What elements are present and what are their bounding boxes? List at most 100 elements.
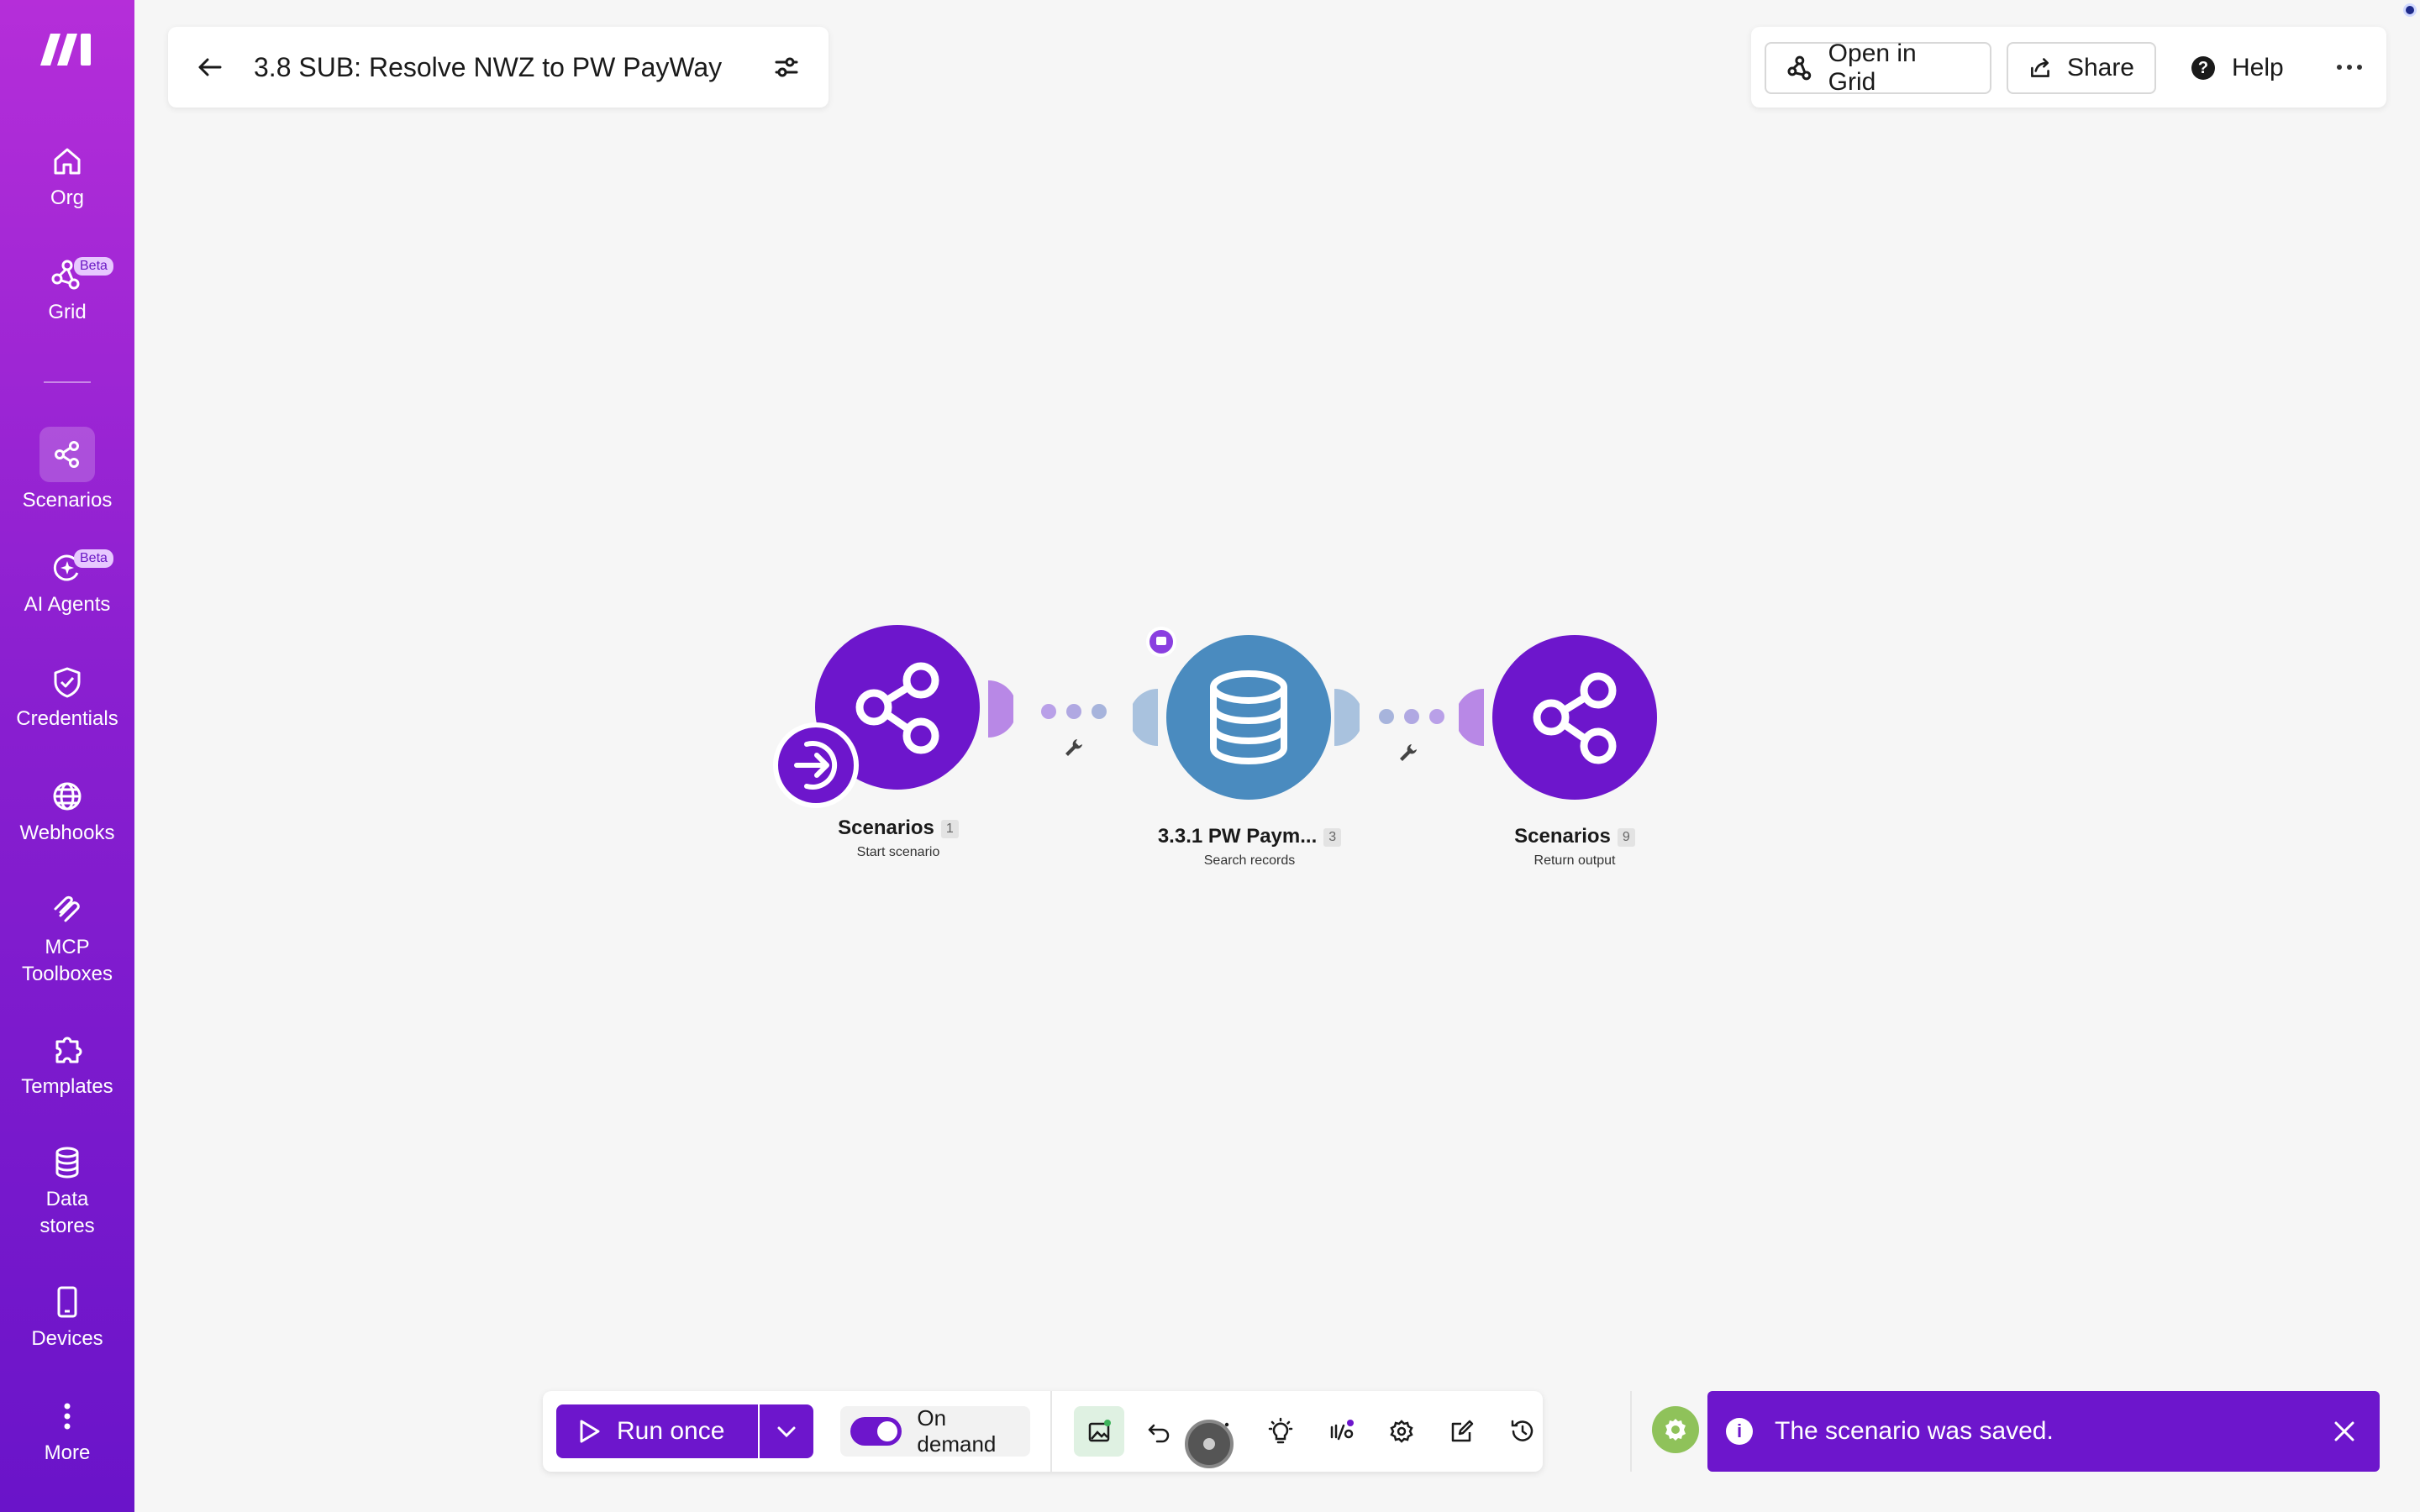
run-once-button[interactable]: Run once	[556, 1404, 758, 1458]
undo-icon	[1148, 1424, 1170, 1443]
module-connector	[988, 680, 1013, 738]
sidebar-item-label: MCP Toolboxes	[21, 936, 113, 985]
route-connector[interactable]	[1373, 702, 1457, 769]
sidebar-item-label: More	[44, 1441, 91, 1464]
note-icon	[1156, 637, 1166, 645]
bottom-toolbar: Run once On demand	[543, 1391, 1543, 1472]
module-connector	[1133, 689, 1158, 746]
sidebar-item-templates[interactable]: Templates	[0, 1032, 134, 1100]
save-button[interactable]	[1074, 1406, 1124, 1457]
sidebar-item-webhooks[interactable]: Webhooks	[0, 778, 134, 847]
home-icon	[54, 148, 81, 175]
module-name: 3.3.1 PW Paym...3	[1128, 825, 1371, 848]
module-bubble[interactable]	[1492, 635, 1657, 800]
trigger-badge[interactable]	[773, 722, 859, 808]
puzzle-icon	[55, 1037, 82, 1063]
sidebar-item-devices[interactable]: Devices	[0, 1284, 134, 1352]
share-icon	[855, 662, 939, 754]
sidebar-item-label: Grid	[48, 301, 87, 323]
wrench-icon[interactable]	[1398, 743, 1418, 763]
shield-icon	[54, 667, 81, 698]
notes-button[interactable]	[1442, 1411, 1482, 1452]
sidebar-item-mcp-toolboxes[interactable]: MCP Toolboxes	[0, 892, 134, 988]
header-actions: Open in Grid Share ? Help	[1751, 27, 2386, 108]
settings-sliders-icon[interactable]	[770, 50, 803, 84]
toolbar-divider	[1050, 1391, 1052, 1472]
notification-message: The scenario was saved.	[1775, 1417, 2054, 1445]
sidebar-item-label: Data stores	[39, 1188, 95, 1237]
history-icon	[1511, 1420, 1534, 1441]
back-arrow-icon[interactable]	[195, 52, 225, 82]
module-connector	[1334, 689, 1360, 746]
scenario-header: 3.8 SUB: Resolve NWZ to PW PayWay	[168, 27, 829, 108]
schedule-toggle[interactable]: On demand	[840, 1405, 1030, 1457]
schedule-switch[interactable]	[850, 1417, 902, 1446]
sidebar-item-scenarios[interactable]: Scenarios	[0, 427, 134, 514]
module-bubble[interactable]	[1166, 635, 1331, 800]
help-button[interactable]: ? Help	[2191, 42, 2284, 94]
sidebar-item-credentials[interactable]: Credentials	[0, 664, 134, 732]
scenario-title[interactable]: 3.8 SUB: Resolve NWZ to PW PayWay	[254, 52, 723, 82]
close-icon[interactable]	[2329, 1416, 2360, 1446]
share-icon	[55, 441, 79, 468]
route-connector[interactable]	[1035, 697, 1119, 764]
open-in-grid-button[interactable]: Open in Grid	[1765, 39, 1991, 96]
share-label: Share	[2066, 54, 2134, 81]
sidebar: Org Beta Grid Scenarios Beta AI Agents	[0, 0, 134, 1512]
share-button[interactable]: Share	[2007, 42, 2156, 94]
grid-icon	[51, 260, 80, 290]
module-id-badge: 9	[1617, 827, 1635, 847]
data-structures-button[interactable]	[1321, 1411, 1361, 1452]
undo-button[interactable]	[1139, 1411, 1180, 1452]
module-action: Search records	[1203, 853, 1296, 868]
explain-flow-button[interactable]	[1260, 1411, 1301, 1452]
help-icon: ?	[2191, 56, 2215, 80]
wrench-icon[interactable]	[1064, 738, 1084, 758]
beta-badge: Beta	[74, 257, 113, 276]
more-vertical-icon	[64, 1403, 71, 1430]
sidebar-item-label: AI Agents	[24, 593, 111, 616]
play-icon	[580, 1420, 600, 1443]
mcp-icon	[54, 895, 80, 922]
scenario-settings-button[interactable]	[1381, 1411, 1422, 1452]
sidebar-item-label: Org	[50, 186, 84, 209]
open-in-grid-label: Open in Grid	[1828, 39, 1917, 96]
info-icon: i	[1726, 1418, 1753, 1445]
module-search-records[interactable]: 3.3.1 PW Paym...3 Search records	[1128, 627, 1371, 879]
sidebar-item-label: Scenarios	[22, 489, 113, 512]
comment-badge[interactable]	[1146, 627, 1176, 657]
gear-icon	[1390, 1420, 1413, 1443]
status-dot	[2403, 3, 2417, 17]
sidebar-item-more[interactable]: More	[0, 1398, 134, 1467]
save-image-icon	[1088, 1420, 1111, 1442]
edit-note-icon	[1451, 1420, 1474, 1442]
lightbulb-icon	[1268, 1417, 1293, 1444]
run-options-dropdown[interactable]	[760, 1404, 813, 1458]
sidebar-item-org[interactable]: Org	[0, 143, 134, 212]
beta-badge: Beta	[74, 549, 113, 568]
database-icon	[1210, 670, 1287, 765]
make-logo[interactable]	[39, 30, 94, 67]
sidebar-item-label: Devices	[31, 1327, 103, 1350]
cursor-indicator	[1185, 1420, 1234, 1468]
sidebar-item-ai-agents[interactable]: Beta AI Agents	[0, 549, 134, 618]
scenario-status-button[interactable]	[1652, 1406, 1699, 1453]
database-icon	[55, 1147, 79, 1179]
sidebar-item-grid[interactable]: Beta Grid	[0, 257, 134, 326]
more-options-icon[interactable]	[2333, 52, 2366, 82]
sidebar-item-data-stores[interactable]: Data stores	[0, 1144, 134, 1240]
toolbar-divider	[1630, 1391, 1632, 1472]
module-id-badge: 3	[1323, 827, 1342, 847]
enter-arrow-icon	[794, 741, 838, 790]
history-button[interactable]	[1502, 1411, 1543, 1452]
share-export-icon	[2031, 58, 2049, 77]
run-once-label: Run once	[617, 1417, 725, 1445]
module-connector	[1459, 689, 1484, 746]
globe-icon	[53, 782, 82, 811]
module-action: Start scenario	[856, 845, 940, 859]
grid-icon	[1787, 55, 1812, 81]
